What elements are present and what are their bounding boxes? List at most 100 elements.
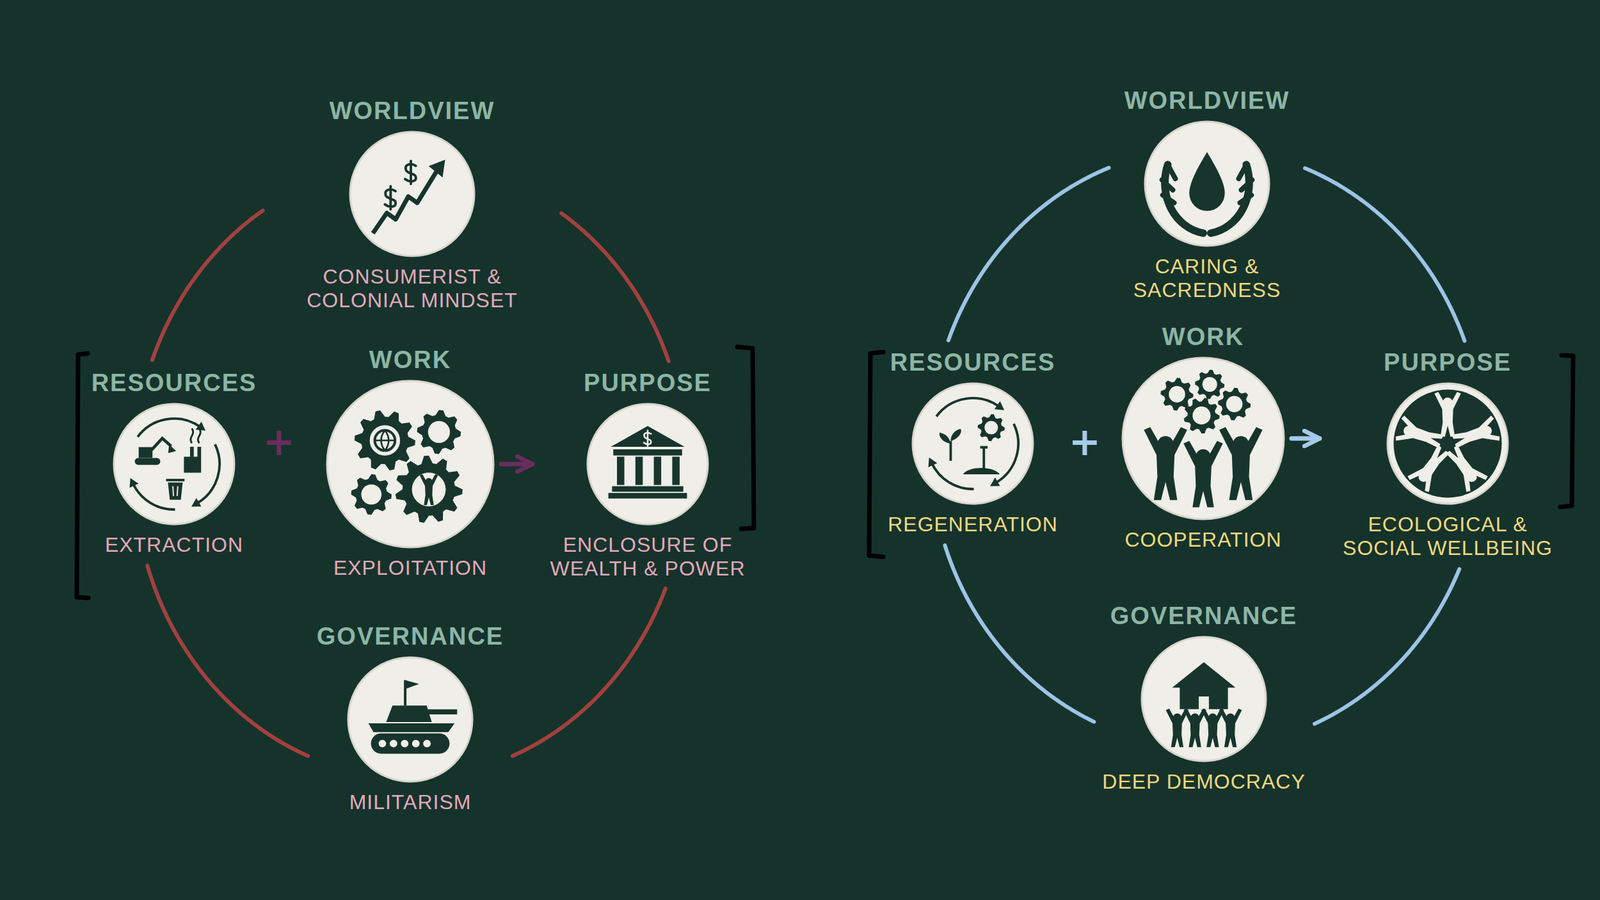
icon-shape (1168, 385, 1186, 403)
icon-shape (1172, 662, 1236, 688)
soil-symbol (963, 447, 1001, 475)
icon-disc (1122, 357, 1284, 520)
icon-illustration (351, 410, 463, 523)
node-heading: WORLDVIEW (329, 97, 496, 126)
person-ring (1441, 441, 1490, 494)
person-figure (1183, 708, 1207, 747)
node-caption: COOPERATION (1124, 528, 1282, 552)
flow-arrow (1291, 436, 1320, 441)
gear-symbol (354, 410, 416, 471)
icon-shape (1434, 391, 1461, 437)
icon-shape (949, 440, 953, 461)
icon-shape (984, 420, 998, 434)
icon-shape (400, 739, 409, 748)
icon-shape (1394, 414, 1446, 454)
icon-shape (1226, 395, 1243, 413)
person-figure (1219, 426, 1263, 500)
icon-shape (384, 186, 396, 210)
icon-shape (190, 428, 201, 443)
icon-shape (354, 410, 416, 471)
cycle-arc (1314, 568, 1460, 724)
drop-symbol (1189, 152, 1225, 212)
sprout-symbol (939, 428, 962, 461)
dollar-symbol (405, 160, 416, 184)
node-heading: WORK (369, 346, 452, 375)
icon-circle (325, 379, 495, 549)
icon-shape (168, 444, 176, 454)
icon-shape (417, 410, 462, 455)
concept-node: RESOURCESREGENERATION (887, 348, 1058, 536)
hand-symbol (1162, 164, 1204, 233)
bracket (1560, 355, 1574, 507)
plus-sign: + (263, 422, 296, 461)
concept-node: WORKEXPLOITATION (325, 346, 495, 580)
icon-shape (172, 486, 178, 496)
concept-node: GOVERNANCEDEEP DEMOCRACY (1102, 602, 1305, 793)
node-heading: GOVERNANCE (1110, 602, 1298, 631)
cycle-arc (561, 213, 669, 361)
node-heading: PURPOSE (1383, 348, 1512, 377)
icon-circle (1121, 356, 1286, 521)
icon-shape (378, 739, 387, 748)
bracket (869, 352, 884, 557)
icon-shape (1192, 406, 1211, 425)
icon-shape (385, 705, 432, 722)
cycle-arc (152, 210, 264, 361)
icon-shape (428, 421, 450, 443)
icon-shape (371, 733, 450, 754)
icon-shape (950, 428, 961, 441)
icon-shape (608, 492, 688, 499)
icon-circle (911, 382, 1035, 505)
icon-shape (167, 482, 183, 500)
dollar-symbol (643, 430, 651, 447)
icon-shape (1219, 708, 1243, 747)
icon-shape (672, 456, 680, 485)
globe-symbol (375, 430, 396, 451)
concept-node: PURPOSE ECOLOGICAL & SOCIAL WELLBEING (1326, 348, 1570, 560)
person-figure (1434, 391, 1461, 437)
icon-shape (389, 739, 398, 748)
icon-shape (963, 467, 1001, 475)
globe-symbol (375, 430, 396, 451)
cycle-arc (944, 545, 1094, 722)
node-caption: REGENERATION (887, 512, 1058, 537)
person-figure (1394, 414, 1446, 454)
concept-node: PURPOSEENCLOSURE OF WEALTH & POWER (538, 369, 757, 580)
icon-shape (1202, 376, 1218, 392)
gear-symbol (1194, 369, 1225, 399)
node-caption: MILITARISM (349, 790, 472, 815)
icon-illustration (129, 418, 220, 510)
node-caption: EXTRACTION (104, 533, 244, 557)
icon-circle (1386, 382, 1510, 505)
icon-shape (643, 430, 651, 447)
icon-shape (351, 474, 392, 515)
icon-illustration (928, 398, 1019, 489)
person-figure (1406, 441, 1455, 494)
icon-disc (912, 383, 1033, 504)
cycle-arrow (137, 418, 201, 438)
person-figure (1166, 708, 1190, 747)
icon-shape (1143, 426, 1188, 500)
icon-shape (613, 449, 683, 456)
icon-shape (977, 414, 1005, 441)
concept-node: WORLDVIEW CONSUMERIST & COLONIAL MINDSET (271, 97, 553, 312)
icon-illustration (1393, 389, 1503, 498)
node-caption: ECOLOGICAL & SOCIAL WELLBEING (1326, 512, 1570, 560)
icon-disc (348, 657, 473, 782)
node-caption: CONSUMERIST & COLONIAL MINDSET (271, 264, 553, 313)
icon-shape (1184, 397, 1220, 434)
gear-symbol (351, 474, 392, 515)
icon-circle (346, 656, 474, 783)
concept-node: WORKCOOPERATION (1121, 323, 1286, 552)
node-heading: PURPOSE (583, 369, 712, 398)
icon-shape (1406, 441, 1455, 494)
icon-shape (610, 425, 685, 447)
icon-shape (423, 739, 431, 748)
bracket (76, 353, 89, 598)
cycle-arc (1304, 168, 1465, 342)
icon-shape (1183, 708, 1207, 747)
concept-node: RESOURCESEXTRACTION (91, 369, 258, 557)
gear-symbol (1160, 377, 1193, 411)
icon-illustration (373, 160, 446, 234)
person-figure (1201, 708, 1225, 747)
